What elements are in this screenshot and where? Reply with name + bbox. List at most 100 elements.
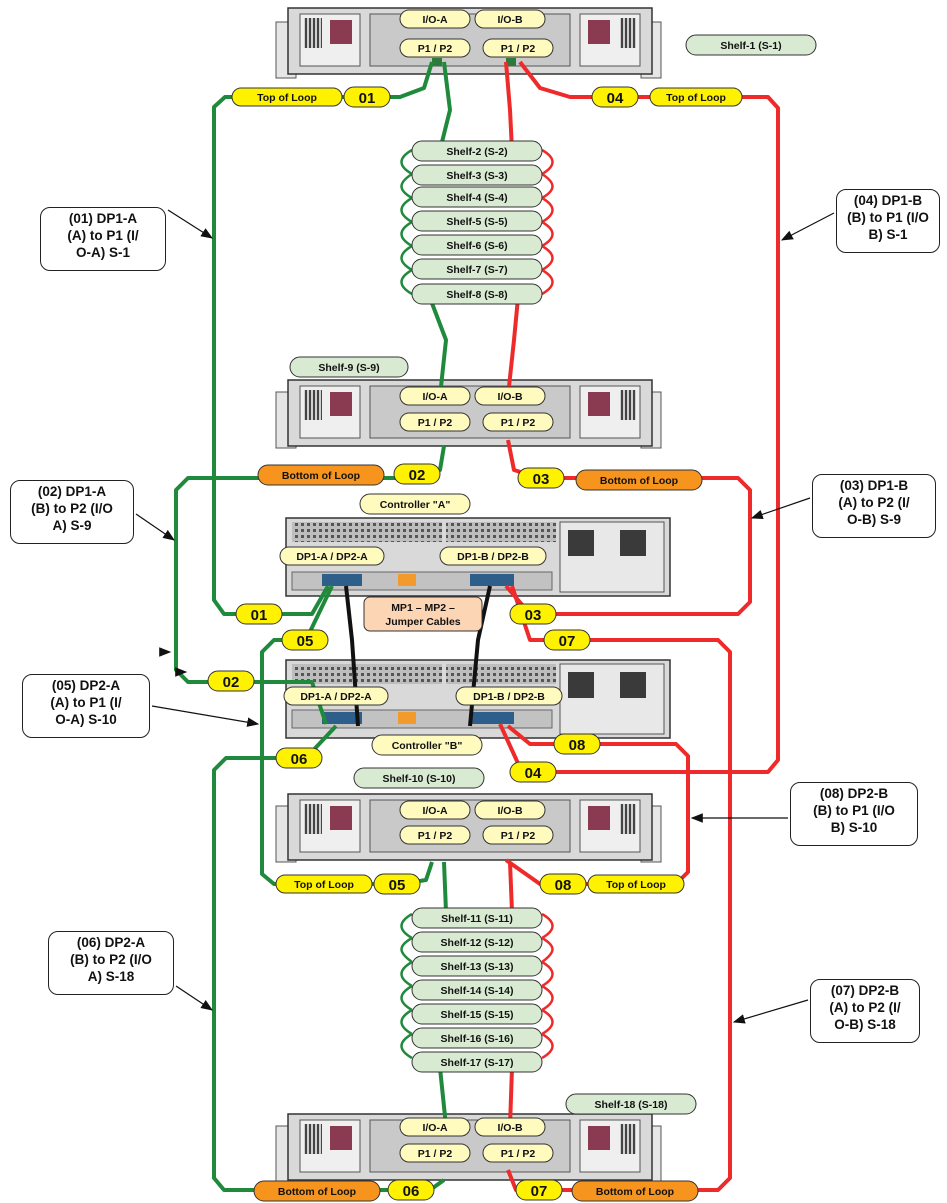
cable-07-number-shelf: 07 [531,1183,548,1200]
callout-06: (06) DP2-A (B) to P2 (I/O A) S-18 [48,931,174,995]
controller-a-dp1a-dp2a-label: DP1-A / DP2-A [296,551,368,563]
shelf-9-p1p2-b-label: P1 / P2 [501,417,536,429]
bottom-of-loop-label-3: Bottom of Loop [278,1186,356,1198]
shelf-6-label: Shelf-6 (S-6) [446,240,507,252]
shelf-stack-top [411,140,543,305]
cable-06-number-shelf: 06 [403,1183,420,1200]
cable-03-tag-ctrl [509,603,557,625]
daisy-chain-red-top [504,61,520,397]
jumper-cable-badge [363,596,483,632]
top-of-loop-tag-4 [587,874,685,894]
shelf-14-label: Shelf-14 (S-14) [441,985,514,997]
cable-05-number-shelf: 05 [389,877,406,894]
jumper-label-line1: MP1 – MP2 – [391,602,455,614]
cable-07-number-ctrl: 07 [559,633,576,650]
shelf-2-label: Shelf-2 (S-2) [446,146,507,158]
cable-07-tag-ctrl [543,629,591,651]
cable-02-tag-ctrl [207,670,255,692]
controller-a-dp1b-dp2b-label: DP1-B / DP2-B [457,551,529,563]
cable-01 [212,61,434,616]
top-of-loop-label-4: Top of Loop [606,879,666,891]
shelf-18-io-a-label: I/O-A [422,1122,447,1134]
daisy-chain-green-bottom [438,861,448,1127]
controller-b-dp1b-dp2b-label: DP1-B / DP2-B [473,691,545,703]
callout-04: (04) DP1-B (B) to P1 (I/O B) S-1 [836,189,940,253]
shelf-4-label: Shelf-4 (S-4) [446,192,507,204]
shelf-3-label: Shelf-3 (S-3) [446,170,507,182]
cable-04-tag-ctrl [509,761,557,783]
cable-08-tag-ctrl [553,733,601,755]
shelf-9-p1p2-a-badge [399,412,471,432]
shelf-10-p1p2-b-label: P1 / P2 [501,830,536,842]
shelf-10-io-b-label: I/O-B [497,805,522,817]
cable-01-tag-ctrl [235,603,283,625]
cable-06-tag-ctrl [275,747,323,769]
cable-03-tag-shelf [517,467,565,489]
top-of-loop-tag-1 [231,87,343,107]
shelf-15-label: Shelf-15 (S-15) [441,1009,514,1021]
shelf-9-io-b-label: I/O-B [497,391,522,403]
callout-08: (08) DP2-B (B) to P1 (I/O B) S-10 [790,782,918,846]
shelf-10-io-b-badge [474,800,546,820]
daisy-loops-top [400,148,554,296]
cable-04 [498,60,780,774]
callout-07: (07) DP2-B (A) to P2 (I/ O-B) S-18 [810,979,920,1043]
shelf-17-label: Shelf-17 (S-17) [441,1057,514,1069]
controller-b-dp1b-badge [455,686,563,706]
shelf-stack-bottom [411,907,543,1073]
controller-b-dp1a-dp2a-label: DP1-A / DP2-A [300,691,372,703]
cable-02-number-ctrl: 02 [223,674,240,691]
callout-07-arrow [732,999,809,1024]
shelf-7-label: Shelf-7 (S-7) [446,264,507,276]
shelf-10-p1p2-a-label: P1 / P2 [418,830,453,842]
bottom-of-loop-label-4: Bottom of Loop [596,1186,674,1198]
shelf-10-p1p2-b-badge [482,825,554,845]
controller-b-badge [371,734,483,756]
callout-01-arrow [167,209,214,239]
shelf-9-p1p2-a-label: P1 / P2 [418,417,453,429]
shelf-10-p1p2-a-badge [399,825,471,845]
disk-shelf-1-chassis [275,7,662,79]
cable-05-tag-ctrl [281,629,329,651]
cable-04-number-ctrl: 04 [525,765,542,782]
jumper-label-line2: Jumper Cables [385,616,460,628]
bottom-of-loop-tag-4 [571,1180,699,1202]
controller-b-label: Controller "B" [392,740,463,752]
cable-03-number-ctrl: 03 [525,607,542,624]
cable-07-tag-shelf [515,1179,563,1201]
top-of-loop-tag-2 [649,87,743,107]
shelf-1-label: Shelf-1 (S-1) [720,40,781,52]
controller-a-dp1a-badge [279,546,385,566]
callout-06-arrow-c [175,985,213,1011]
shelf-10-io-a-label: I/O-A [422,805,447,817]
disk-shelf-9-chassis [275,379,662,449]
shelf-10-io-a-badge [399,800,471,820]
shelf-9-p1p2-b-badge [482,412,554,432]
shelf-10-label: Shelf-10 (S-10) [383,773,456,785]
cable-02-number-shelf: 02 [409,467,426,484]
shelf-18-p1p2-a-label: P1 / P2 [418,1148,453,1160]
shelf-9-io-a-label: I/O-A [422,391,447,403]
shelf-18-io-b-label: I/O-B [497,1122,522,1134]
shelf-18-p1p2-b-badge [482,1143,554,1163]
cable-01-number-ctrl: 01 [251,607,268,624]
daisy-chain-red-bottom [508,861,514,1127]
shelf-9-badge [289,356,409,378]
shelf-1-p1p2-a-badge [399,38,471,58]
bottom-of-loop-tag-2 [575,469,703,491]
shelf-18-p1p2-a-badge [399,1143,471,1163]
bottom-of-loop-tag-1 [257,464,385,486]
shelf-11-label: Shelf-11 (S-11) [441,913,513,925]
shelf-9-label: Shelf-9 (S-9) [318,362,379,374]
shelf-1-p1p2-b-label: P1 / P2 [501,43,536,55]
controller-b-dp1a-badge [283,686,389,706]
shelf-8-label: Shelf-8 (S-8) [446,289,507,301]
shelf-18-io-b-badge [474,1117,546,1137]
callout-03-arrow [750,497,811,520]
callout-04-arrow [780,212,835,241]
cable-08-number-ctrl: 08 [569,737,586,754]
shelf-1-io-b-label: I/O-B [497,14,522,26]
shelf-12-label: Shelf-12 (S-12) [441,937,514,949]
shelf-1-io-b-badge [474,9,546,29]
